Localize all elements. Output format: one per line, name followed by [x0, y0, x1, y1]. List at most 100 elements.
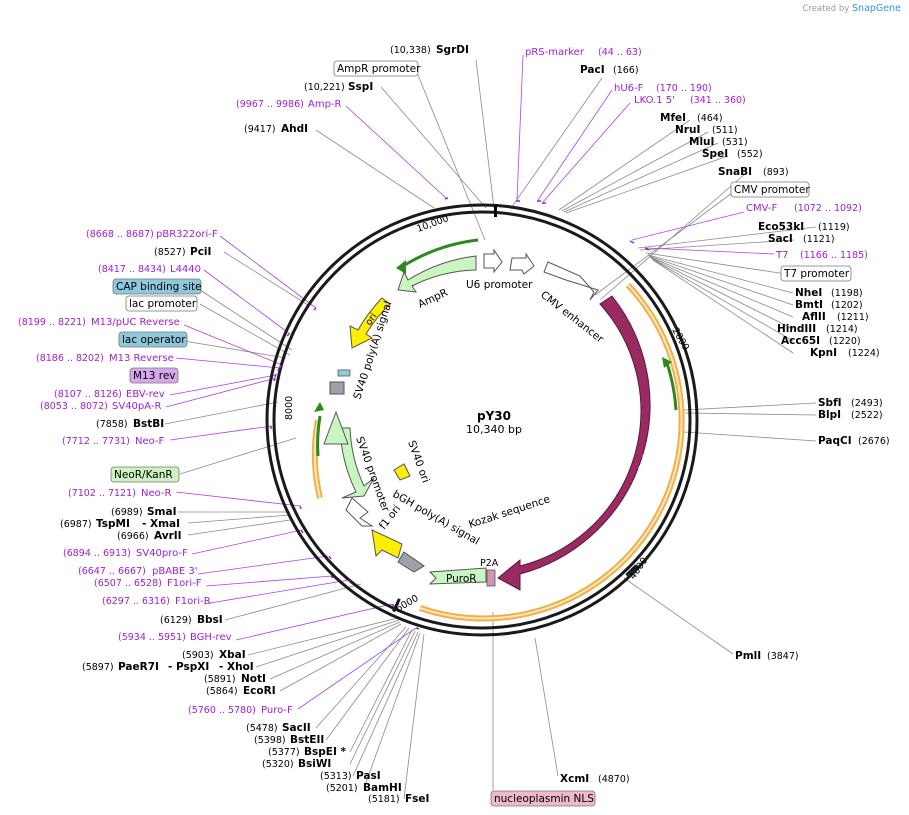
primer-hu6-f-pos: (170 .. 190) [656, 83, 712, 94]
enzyme-mfei[interactable]: MfeI [660, 112, 686, 124]
enzyme-ecori-pos: (5864) [206, 686, 238, 697]
enzyme-bspei[interactable]: BspEI * [304, 746, 347, 758]
enzyme-xcmi[interactable]: XcmI [560, 773, 589, 785]
enzyme-xmai[interactable]: - XmaI [142, 518, 180, 530]
m13-rev-label[interactable]: M13 rev [133, 370, 176, 382]
boxed-feature-labels: AmpR promoter CMV promoter T7 promoter C… [110, 60, 852, 807]
enzyme-spei-pos: (552) [737, 149, 763, 160]
primer-neo-f[interactable]: Neo-F [135, 436, 165, 447]
primer-lko[interactable]: LKO.1 5' [634, 95, 675, 106]
enzyme-bstbi[interactable]: BstBI [133, 418, 164, 430]
enzyme-saci[interactable]: SacI [768, 233, 793, 245]
enzyme-sgrdi[interactable]: SgrDI [436, 44, 469, 56]
primer-pbabe-pos: (6647 .. 6667) [78, 566, 146, 577]
enzyme-bamhi[interactable]: BamHI [363, 782, 402, 794]
enzyme-bmti[interactable]: BmtI [795, 299, 823, 311]
primer-f1ori-f[interactable]: F1ori-F [167, 578, 202, 589]
enzyme-kpni-pos: (1224) [848, 348, 880, 359]
primer-puro-f-pos: (5760 .. 5780) [188, 705, 256, 716]
enzyme-eco53ki[interactable]: Eco53kI [758, 221, 804, 233]
lac-operator-label[interactable]: lac operator [122, 334, 186, 346]
enzyme-noti[interactable]: NotI [241, 673, 266, 685]
lac-promoter-label[interactable]: lac promoter [129, 298, 197, 310]
enzyme-paci[interactable]: PacI [580, 64, 605, 76]
enzyme-pmli[interactable]: PmlI [735, 650, 761, 662]
enzyme-spei[interactable]: SpeI [702, 148, 728, 160]
enzyme-nhei[interactable]: NheI [795, 287, 822, 299]
enzyme-sspi[interactable]: SspI [348, 81, 373, 93]
enzyme-sbfi[interactable]: SbfI [818, 397, 842, 409]
primer-puro-f[interactable]: Puro-F [261, 705, 293, 716]
primer-prs-marker[interactable]: pRS-marker [525, 47, 585, 58]
primer-line-lko [542, 102, 631, 203]
enzyme-tspmi[interactable]: TspMI [96, 518, 130, 530]
enzyme-pcii[interactable]: PciI [190, 246, 211, 258]
primer-amp-r[interactable]: Amp-R [308, 99, 342, 110]
enzyme-paqci[interactable]: PaqCI [818, 435, 852, 447]
enzyme-xbai[interactable]: XbaI [219, 649, 246, 661]
primer-sv40pro-f[interactable]: SV40pro-F [136, 548, 188, 559]
primer-ebv-rev[interactable]: EBV-rev [126, 389, 165, 400]
enzyme-bsiwi-pos: (5320) [262, 759, 294, 770]
enzyme-bsiwi[interactable]: BsiWI [298, 758, 331, 770]
enzyme-snabi-pos: (893) [763, 167, 789, 178]
primer-neo-r[interactable]: Neo-R [141, 488, 172, 499]
nucleoplasmin-nls-label[interactable]: nucleoplasmin NLS [494, 793, 594, 805]
enzyme-fsei[interactable]: FseI [405, 793, 429, 805]
enzyme-smai[interactable]: SmaI [147, 506, 177, 518]
primer-line-ebv-sv40pa [165, 374, 277, 408]
leader-line-xbai-group [247, 617, 402, 692]
enzyme-blpi[interactable]: BlpI [818, 409, 841, 421]
bgh-polya-feature [397, 551, 425, 573]
primer-sv40pa-r[interactable]: SV40pA-R [112, 401, 161, 412]
tick-mark-6000 [392, 598, 401, 613]
enzyme-sacii[interactable]: SacII [282, 722, 311, 734]
enzyme-hindiii-pos: (1214) [826, 324, 858, 335]
sv40-ori-label: SV40 ori [405, 439, 431, 485]
primer-m13-puc[interactable]: M13/pUC Reverse [91, 317, 180, 328]
enzyme-ahdi[interactable]: AhdI [281, 123, 308, 135]
primer-f1ori-r[interactable]: F1ori-R [175, 596, 211, 607]
cap-binding-label[interactable]: CAP binding site [116, 281, 202, 293]
left-enzyme-labels: (10,338) SgrDI (10,221) SspI (9417) AhdI… [60, 44, 469, 805]
primer-pbr322ori-f[interactable]: pBR322ori-F [156, 229, 218, 240]
enzyme-acc65i[interactable]: Acc65I [781, 335, 820, 347]
enzyme-bsteii[interactable]: BstEII [290, 734, 324, 746]
enzyme-snabi[interactable]: SnaBI [718, 166, 752, 178]
primer-m13-reverse[interactable]: M13 Reverse [109, 353, 174, 364]
t7-promoter-label[interactable]: T7 promoter [783, 268, 850, 280]
cmv-promoter-label[interactable]: CMV promoter [734, 184, 810, 196]
primer-line-m13 [175, 324, 283, 369]
neor-kanr-label[interactable]: NeoR/KanR [114, 469, 173, 481]
enzyme-mlui[interactable]: MluI [689, 136, 714, 148]
enzyme-avrii[interactable]: AvrII [154, 530, 182, 542]
enzyme-smai-pos: (6989) [111, 507, 143, 518]
enzyme-pasi[interactable]: PasI [356, 770, 381, 782]
enzyme-aflii[interactable]: AflII [802, 311, 826, 323]
bgh-polya-label: bGH poly(A) signal [391, 488, 482, 547]
enzyme-nrui[interactable]: NruI [675, 124, 700, 136]
primer-t7[interactable]: T7 [775, 250, 788, 261]
enzyme-bbsi[interactable]: BbsI [197, 614, 223, 626]
primer-hu6-f[interactable]: hU6-F [614, 83, 644, 94]
tick-label-6000: 6000 [394, 593, 420, 615]
puror-feature [428, 567, 487, 585]
enzyme-ecori[interactable]: EcoRI [243, 685, 276, 697]
ampr-promoter-label[interactable]: AmpR promoter [337, 63, 421, 75]
primer-t7-pos: (1166 .. 1185) [800, 250, 868, 261]
primer-bgh-rev[interactable]: BGH-rev [190, 632, 232, 643]
ampr-promoter-box [333, 60, 419, 77]
enzyme-kpni[interactable]: KpnI [810, 347, 837, 359]
enzyme-paer7i[interactable]: PaeR7I [118, 661, 159, 673]
enzyme-hindiii[interactable]: HindIII [777, 323, 816, 335]
primer-pbabe[interactable]: pBABE 3' [152, 566, 198, 577]
primer-l4440[interactable]: L4440 [170, 264, 201, 275]
enzyme-xhoi[interactable]: - XhoI [219, 661, 254, 673]
leader-line-sgrdi [475, 59, 495, 209]
enzyme-avrii-pos: (6966) [117, 531, 149, 542]
enzyme-pspxi[interactable]: - PspXI [168, 661, 209, 673]
cap-binding-box [112, 278, 202, 295]
tick-label-10000: 10,000 [415, 213, 450, 235]
enzyme-xcmi-pos: (4870) [598, 774, 630, 785]
primer-cmv-f[interactable]: CMV-F [746, 203, 777, 214]
